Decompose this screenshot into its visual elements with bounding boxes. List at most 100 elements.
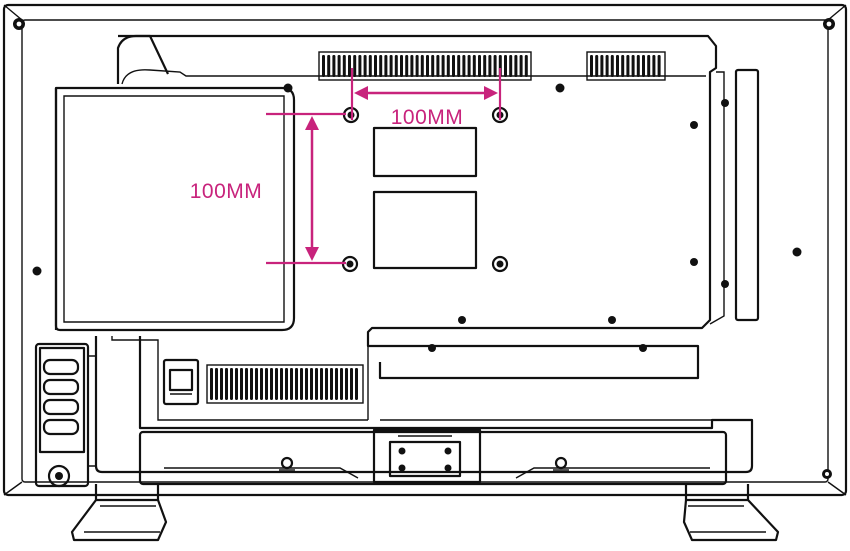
vent-slat xyxy=(636,55,640,77)
vesa-dimension-annotations: 100MM 100MM xyxy=(190,68,502,265)
housing-screw-icon xyxy=(608,316,616,324)
vent-slat xyxy=(285,368,288,400)
vent-slat xyxy=(590,55,593,77)
vent-slat xyxy=(315,368,318,400)
vent-frame xyxy=(206,364,364,404)
vent-slat xyxy=(255,368,258,400)
vent-grille-top xyxy=(318,51,532,81)
corner-screw-icon xyxy=(13,18,25,30)
vent-slat xyxy=(215,368,218,400)
vent-slat xyxy=(310,368,313,400)
vesa-mount-holes xyxy=(341,106,509,273)
vent-slat xyxy=(374,55,377,77)
side-screw-icon xyxy=(32,266,42,276)
housing-screw-icon xyxy=(283,83,293,93)
vent-slat xyxy=(305,368,308,400)
vent-slat xyxy=(327,55,331,77)
vent-slat xyxy=(600,55,604,77)
vent-slat xyxy=(350,368,353,400)
housing-screw-icon xyxy=(639,344,647,352)
corner-screw-icon xyxy=(823,18,835,30)
vent-slat xyxy=(626,55,630,77)
housing-screw-icon xyxy=(721,99,729,107)
vent-slat xyxy=(280,368,283,400)
vent-slat xyxy=(235,368,238,400)
housing-screw-icon xyxy=(690,121,698,129)
vent-slat xyxy=(610,55,614,77)
tv-outer-frame xyxy=(2,3,848,497)
vent-slat xyxy=(452,55,455,77)
stand-neck-plate xyxy=(372,428,482,484)
label-plates xyxy=(372,126,478,270)
lower-body xyxy=(94,336,754,486)
vent-slat xyxy=(384,55,388,77)
vent-slat xyxy=(389,55,393,77)
housing-screw-icon xyxy=(555,83,565,93)
vent-slat xyxy=(519,55,523,77)
vent-slat xyxy=(415,55,419,77)
vent-slat xyxy=(320,368,323,400)
vent-slat xyxy=(275,368,278,400)
corner-screw-icon xyxy=(822,469,832,479)
vent-slat xyxy=(462,55,466,77)
vent-slat xyxy=(472,55,476,77)
vent-slat xyxy=(355,368,358,400)
vent-slat xyxy=(483,55,487,77)
vertical-dimension-label: 100MM xyxy=(190,180,263,203)
vent-slat xyxy=(337,55,341,77)
vent-grille-top-right xyxy=(586,51,666,81)
vent-slat xyxy=(295,368,298,400)
vent-slat xyxy=(657,55,661,77)
vent-slat xyxy=(405,55,409,77)
vent-slat xyxy=(265,368,268,400)
housing-screw-icon xyxy=(458,316,466,324)
vent-slat xyxy=(290,368,293,400)
left-cover-panel xyxy=(54,86,296,332)
horizontal-dimension: 100MM xyxy=(350,68,502,129)
vent-slat xyxy=(325,368,328,400)
vent-slat xyxy=(225,368,228,400)
vent-slat xyxy=(514,55,518,77)
vent-slat xyxy=(335,368,338,400)
vent-slat xyxy=(210,368,213,400)
vent-slat xyxy=(220,368,223,400)
vent-frame xyxy=(318,51,532,81)
vent-slat xyxy=(616,55,619,77)
vent-slat xyxy=(467,55,471,77)
vent-slat xyxy=(509,55,513,77)
vent-slat xyxy=(245,368,248,400)
vent-slat xyxy=(631,55,635,77)
vent-slat xyxy=(250,368,253,400)
vent-slat xyxy=(300,368,303,400)
vent-slat xyxy=(524,55,528,77)
vent-slat xyxy=(340,368,343,400)
vent-slat xyxy=(270,368,273,400)
side-io-ports-icon xyxy=(34,342,96,488)
vent-slat xyxy=(457,55,461,77)
vertical-dimension: 100MM xyxy=(190,112,346,265)
vent-slat xyxy=(240,368,243,400)
vent-slat xyxy=(410,55,414,77)
housing-screw-icons xyxy=(283,83,729,352)
corner-screw-icons xyxy=(13,18,835,479)
vent-slat xyxy=(605,55,609,77)
vent-slat xyxy=(420,55,424,77)
vent-slat xyxy=(348,55,351,77)
vent-slat xyxy=(345,368,348,400)
stand-feet-icon xyxy=(70,484,780,542)
vent-slat xyxy=(394,55,398,77)
vent-slat xyxy=(400,55,403,77)
vent-frame xyxy=(586,51,666,81)
housing-screw-icon xyxy=(721,280,729,288)
vent-slat xyxy=(322,55,325,77)
vent-slat xyxy=(504,55,507,77)
vent-slat xyxy=(379,55,383,77)
vent-slat xyxy=(436,55,440,77)
vent-slat xyxy=(642,55,645,77)
vent-slat xyxy=(330,368,333,400)
vent-slat xyxy=(446,55,450,77)
vent-slat xyxy=(478,55,481,77)
housing-screw-icon xyxy=(690,258,698,266)
vent-slat xyxy=(488,55,492,77)
